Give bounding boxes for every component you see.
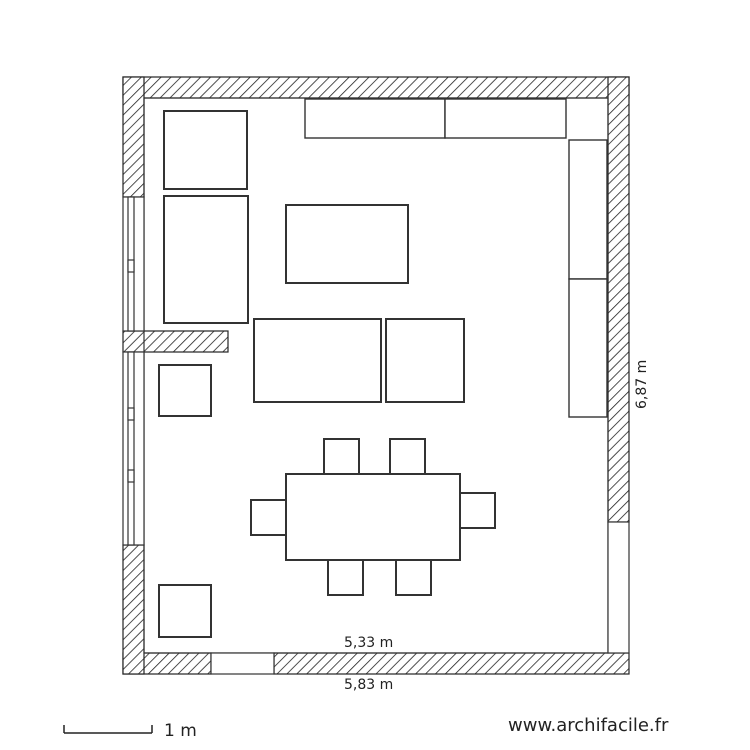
counter-top-left <box>304 98 446 139</box>
scale-label: 1 m <box>164 721 197 741</box>
wall-right-upper <box>607 76 630 523</box>
wall-left-top <box>122 76 145 198</box>
counter-right-lower <box>568 278 608 418</box>
furniture <box>158 98 608 638</box>
window-left-bottom <box>122 351 145 546</box>
counter-right-upper <box>568 139 608 280</box>
chair-top-left <box>323 438 360 475</box>
wall-left-bottom <box>122 544 145 675</box>
site-watermark: www.archifacile.fr <box>508 715 669 736</box>
height-label: 6,87 m <box>634 360 650 409</box>
chair-left <box>250 499 287 536</box>
cabinet-small <box>163 110 248 190</box>
chair-bottom-left <box>327 559 364 596</box>
bottom-door <box>210 652 275 675</box>
wall-partition <box>122 330 229 353</box>
side-box-lower <box>158 584 212 638</box>
cabinet-tall <box>163 195 249 324</box>
armchair <box>385 318 465 403</box>
right-opening <box>607 521 630 654</box>
chair-bottom-right <box>395 559 432 596</box>
outer-width-label: 5,83 m <box>344 677 393 693</box>
coffee-table <box>285 204 409 284</box>
wall-bottom-right <box>273 652 630 675</box>
chair-right <box>459 492 496 529</box>
scale-bar <box>63 725 153 734</box>
window-left-top <box>122 196 145 332</box>
chair-top-right <box>389 438 426 475</box>
inner-width-label: 5,33 m <box>344 635 393 651</box>
counter-top-right <box>444 98 567 139</box>
walls <box>122 76 630 675</box>
side-box-upper <box>158 364 212 417</box>
sofa <box>253 318 382 403</box>
dining-table <box>285 473 461 561</box>
wall-top <box>122 76 630 99</box>
